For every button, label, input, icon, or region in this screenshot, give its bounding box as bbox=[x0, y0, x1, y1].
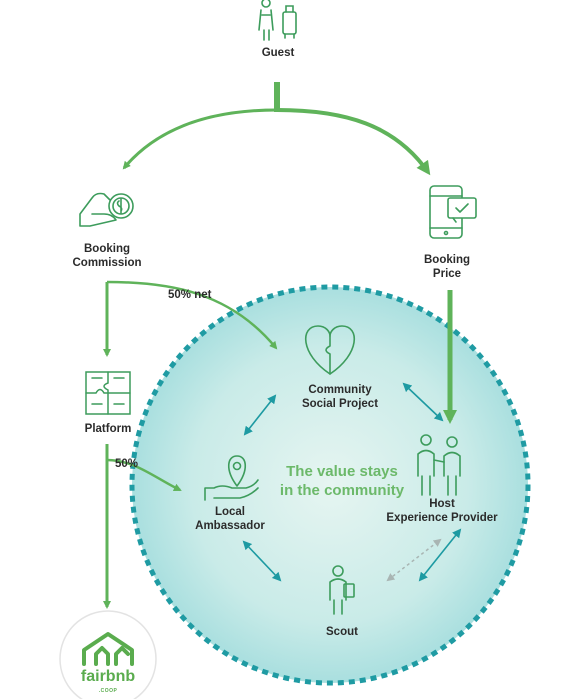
host-experience-provider-line2: Experience Provider bbox=[386, 512, 498, 524]
guest-label: Guest bbox=[261, 47, 295, 59]
scout-icon bbox=[329, 565, 355, 615]
booking-commission-line1: Booking bbox=[84, 243, 130, 255]
guest-to-commission-arrow bbox=[122, 108, 278, 170]
ambassador-scout-arrow bbox=[242, 540, 282, 582]
fairbnb-house-logo bbox=[82, 632, 134, 666]
community-social-project-line2: Social Project bbox=[301, 398, 379, 410]
fairbnb-coop-suffix: .COOP bbox=[98, 688, 118, 694]
traveler-icon bbox=[258, 0, 297, 41]
commission-to-project-arrow bbox=[106, 280, 278, 350]
scout-host-dashed-arrow bbox=[386, 538, 442, 582]
value-stays-line2: in the community bbox=[279, 482, 405, 499]
phone-check-icon bbox=[429, 185, 477, 239]
local-ambassador-line2: Ambassador bbox=[195, 520, 265, 532]
fifty-label: 50% bbox=[115, 458, 139, 470]
fifty-net-label: 50% net bbox=[168, 289, 212, 301]
location-hand-icon bbox=[204, 455, 259, 501]
host-experience-provider-label: Host Experience Provider bbox=[380, 497, 504, 525]
project-ambassador-arrow bbox=[243, 394, 277, 436]
scout-label: Scout bbox=[326, 626, 358, 638]
local-ambassador-label: Local Ambassador bbox=[190, 505, 270, 533]
guest-to-price-arrow bbox=[276, 108, 431, 176]
local-ambassador-line1: Local bbox=[214, 506, 246, 518]
booking-price-line2: Price bbox=[432, 268, 462, 280]
platform-label: Platform bbox=[84, 423, 132, 435]
host-experience-provider-line1: Host bbox=[429, 498, 455, 510]
community-social-project-line1: Community bbox=[308, 384, 372, 396]
project-host-arrow bbox=[402, 382, 444, 422]
community-social-project-label: Community Social Project bbox=[288, 383, 392, 411]
booking-price-label: Booking Price bbox=[412, 253, 482, 281]
value-stays-text: The value stays in the community bbox=[262, 462, 422, 500]
booking-price-line1: Booking bbox=[424, 254, 470, 266]
platform-to-ambassador-arrow bbox=[106, 458, 182, 492]
fairbnb-wordmark: fairbnb bbox=[80, 668, 136, 685]
hand-coin-icon bbox=[79, 192, 134, 227]
booking-commission-line2: Commission bbox=[72, 257, 142, 269]
guest-stem bbox=[274, 82, 280, 112]
booking-commission-label: Booking Commission bbox=[62, 242, 152, 270]
puzzle-heart-icon bbox=[305, 325, 355, 375]
hosts-icon bbox=[417, 434, 461, 496]
puzzle-network-icon bbox=[85, 371, 131, 415]
value-stays-line1: The value stays bbox=[286, 463, 398, 480]
